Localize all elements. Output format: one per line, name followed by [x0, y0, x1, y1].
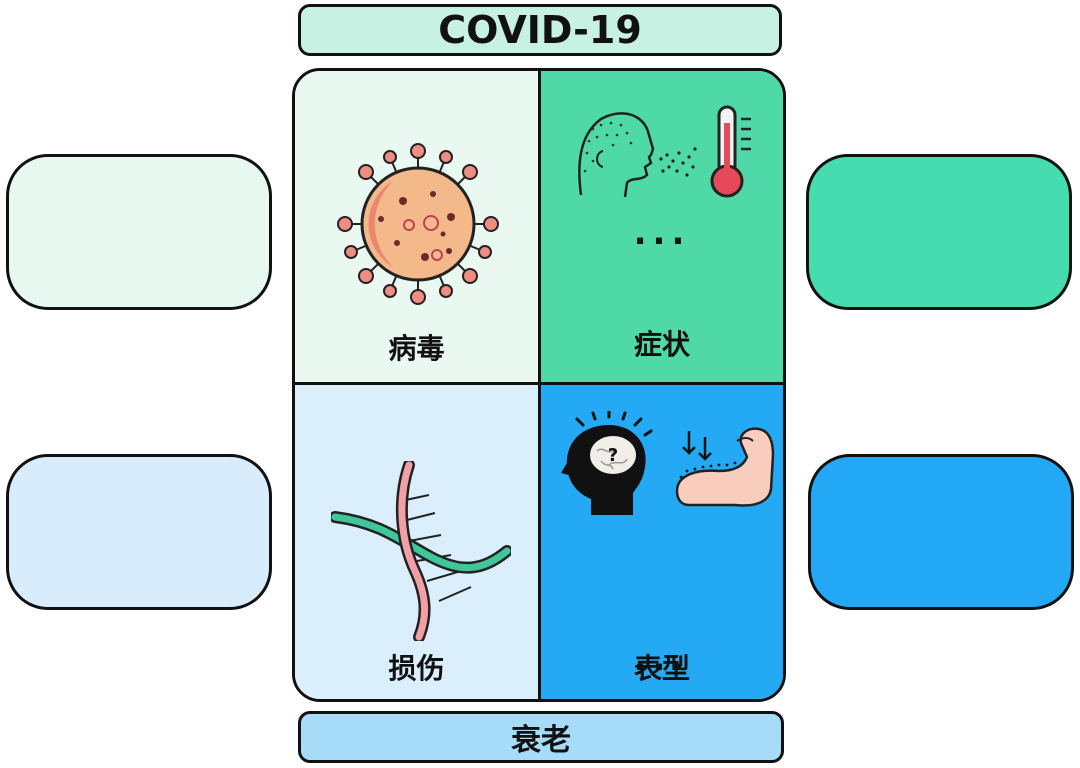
- virus-label: 病毒: [388, 332, 445, 365]
- symptoms-more: ...: [633, 213, 691, 253]
- side-box-damage: [6, 454, 272, 610]
- quadrant-phenotype: ? ... 表型: [541, 385, 783, 699]
- side-box-phenotype: [808, 454, 1074, 610]
- dna-icon: [331, 461, 511, 641]
- aging-title-text: 衰老: [511, 723, 571, 758]
- brain-icon: ?: [561, 411, 653, 515]
- quadrant-virus: 病毒: [295, 71, 541, 385]
- thermometer-icon: [710, 105, 751, 198]
- cough-icon: [578, 112, 697, 198]
- covid-title-text: COVID-19: [438, 8, 642, 52]
- aging-banner: 衰老: [298, 711, 784, 763]
- quadrant-grid: 病毒: [292, 68, 786, 702]
- virus-icon: [337, 143, 499, 305]
- quadrant-symptoms: ... 症状: [541, 71, 783, 385]
- svg-text:?: ?: [608, 445, 618, 466]
- damage-label: 损伤: [388, 652, 445, 685]
- muscle-weakness-icon: [675, 427, 775, 507]
- quadrant-damage: 损伤: [295, 385, 541, 699]
- phenotype-label: 表型: [633, 652, 690, 685]
- covid-title-banner: COVID-19: [298, 4, 782, 56]
- phenotype-more: ...: [633, 639, 691, 679]
- side-box-symptoms: [806, 154, 1072, 310]
- side-box-virus: [6, 154, 272, 310]
- symptoms-label: 症状: [633, 328, 690, 361]
